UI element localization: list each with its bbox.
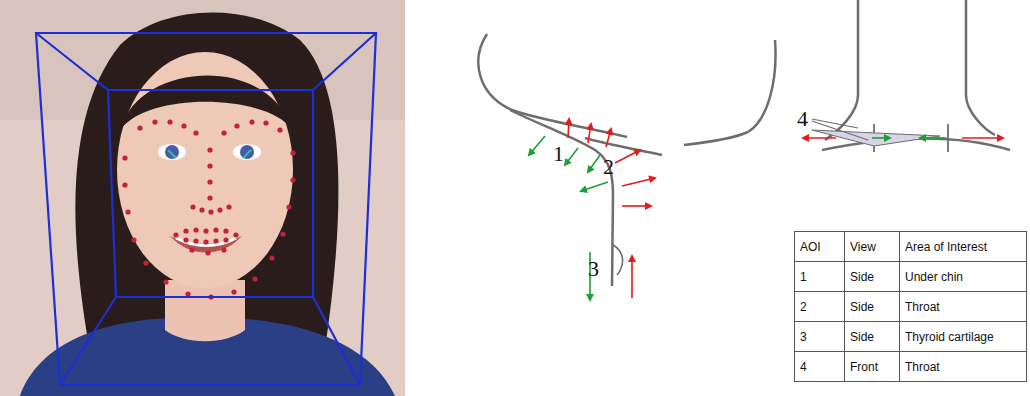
- table-cell: 2: [795, 292, 845, 322]
- force-arrows-side: [529, 119, 655, 300]
- table-cell: Front: [845, 352, 900, 382]
- table-row: 1SideUnder chin: [795, 262, 1027, 292]
- table-row: 3SideThyroid cartilage: [795, 322, 1027, 352]
- table-cell: 4: [795, 352, 845, 382]
- table-cell: Throat: [900, 352, 1027, 382]
- table-cell: 1: [795, 262, 845, 292]
- front-view-neck: [822, 0, 1010, 152]
- table-cell: AOI: [795, 232, 845, 262]
- callout-number: 3: [588, 258, 599, 280]
- table-cell: Side: [845, 292, 900, 322]
- table-row: AOIViewArea of Interest: [795, 232, 1027, 262]
- face-photo: [0, 0, 405, 396]
- callout-number: 1: [553, 143, 564, 165]
- aoi-table: AOIViewArea of Interest1SideUnder chin2S…: [794, 231, 1027, 382]
- table-cell: Side: [845, 262, 900, 292]
- table-cell: Throat: [900, 292, 1027, 322]
- table-cell: Under chin: [900, 262, 1027, 292]
- force-arrows-front: [803, 137, 1003, 139]
- table-row: 2SideThroat: [795, 292, 1027, 322]
- table-cell: View: [845, 232, 900, 262]
- callout-number: 4: [797, 108, 808, 130]
- table-cell: Side: [845, 322, 900, 352]
- table-cell: Thyroid cartilage: [900, 322, 1027, 352]
- side-view-neck: [478, 34, 775, 286]
- leader-line: [812, 119, 868, 140]
- table-cell: Area of Interest: [900, 232, 1027, 262]
- table-cell: 3: [795, 322, 845, 352]
- table-row: 4FrontThroat: [795, 352, 1027, 382]
- callout-number: 2: [603, 156, 614, 178]
